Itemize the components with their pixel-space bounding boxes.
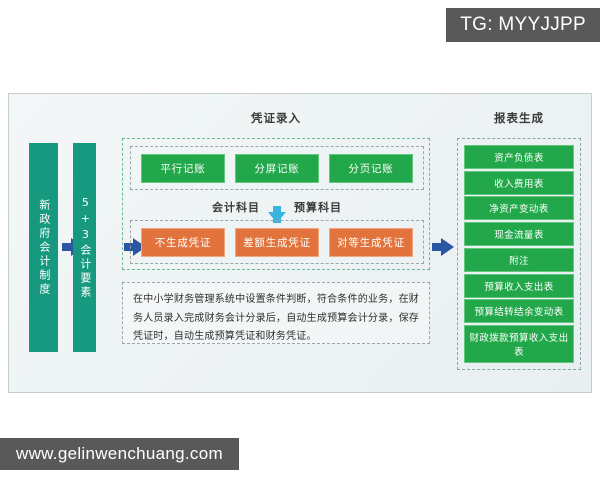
description-note: 在中小学财务管理系统中设置条件判断，符合条件的业务，在财务人员录入完成财务会计分…	[122, 282, 430, 344]
watermark-top: TG: MYYJJPP	[446, 8, 600, 42]
report-item-balance-sheet[interactable]: 资产负债表	[464, 145, 574, 169]
report-item-notes[interactable]: 附注	[464, 247, 574, 272]
voucher-modes-row: 不生成凭证 差额生成凭证 对等生成凭证	[131, 221, 423, 263]
arrow-right-icon	[432, 238, 454, 256]
watermark-bottom: www.gelinwenchuang.com	[0, 438, 239, 470]
report-item-budget-carryover-change[interactable]: 预算结转结余变动表	[464, 299, 574, 324]
voucher-mode-none[interactable]: 不生成凭证	[141, 227, 225, 257]
pillar-new-gov-accounting-system: 新政府会计制度	[29, 143, 58, 352]
label-budget-subject: 预算科目	[294, 201, 342, 214]
report-item-cash-flow[interactable]: 现金流量表	[464, 222, 574, 247]
entry-mode-paged[interactable]: 分页记账	[329, 153, 413, 183]
report-item-income-expense[interactable]: 收入费用表	[464, 170, 574, 195]
entry-mode-split-screen[interactable]: 分屏记账	[235, 153, 319, 183]
entry-modes-row: 平行记账 分屏记账 分页记账	[131, 147, 423, 189]
report-item-net-asset-change[interactable]: 净资产变动表	[464, 196, 574, 221]
arrow-down-icon	[268, 195, 286, 223]
report-generation-section: 报表生成 资产负债表 收入费用表 净资产变动表 现金流量表 附注 预算收入支出表…	[457, 110, 581, 382]
entry-modes-group: 平行记账 分屏记账 分页记账	[130, 146, 424, 190]
entry-mode-parallel[interactable]: 平行记账	[141, 153, 225, 183]
pillar-accounting-elements: 5+3会计要素	[73, 143, 96, 352]
voucher-modes-group: 不生成凭证 差额生成凭证 对等生成凭证	[130, 220, 424, 264]
report-list: 资产负债表 收入费用表 净资产变动表 现金流量表 附注 预算收入支出表 预算结转…	[457, 138, 581, 370]
voucher-mode-difference[interactable]: 差额生成凭证	[235, 227, 319, 257]
report-item-budget-income-expense[interactable]: 预算收入支出表	[464, 273, 574, 298]
diagram-frame: 新政府会计制度 5+3会计要素 凭证录入 平行记账 分屏记账 分页记账 会计科目…	[8, 93, 592, 393]
voucher-entry-section: 凭证录入 平行记账 分屏记账 分页记账 会计科目 预算科目 不生成凭证 差额生成…	[122, 110, 430, 382]
label-accounting-subject: 会计科目	[212, 201, 260, 214]
voucher-mode-equivalent[interactable]: 对等生成凭证	[329, 227, 413, 257]
voucher-entry-title: 凭证录入	[251, 111, 301, 125]
subject-row: 会计科目 预算科目	[123, 195, 431, 223]
report-item-fiscal-appropriation[interactable]: 财政拨款预算收入支出表	[464, 324, 574, 363]
voucher-entry-panel: 平行记账 分屏记账 分页记账 会计科目 预算科目 不生成凭证 差额生成凭证 对等…	[122, 138, 430, 270]
report-generation-title: 报表生成	[494, 111, 544, 125]
